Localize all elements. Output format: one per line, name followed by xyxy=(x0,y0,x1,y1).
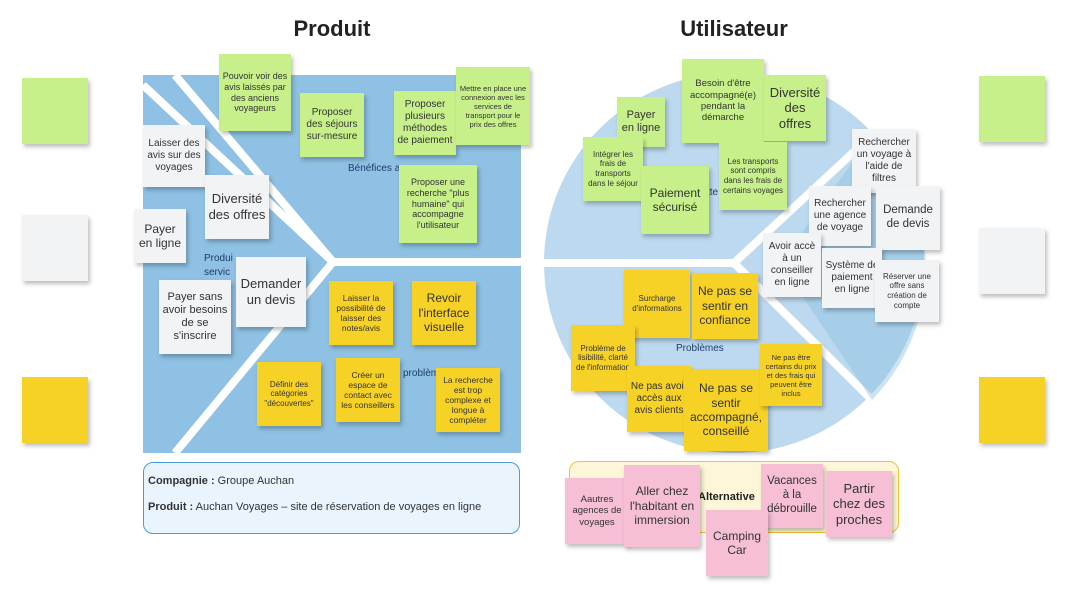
label-attentes: tte xyxy=(707,187,719,198)
sticky-note[interactable]: Revoir l'interface visuelle xyxy=(412,281,476,345)
product-line: Produit : Auchan Voyages – site de réser… xyxy=(148,501,482,513)
sticky-note[interactable]: Camping Car xyxy=(706,510,768,576)
label-problemes-left: problèm xyxy=(403,368,440,379)
title-utilisateur: Utilisateur xyxy=(680,16,788,41)
legend-white-right xyxy=(979,228,1045,294)
product-divider-diag2 xyxy=(171,259,337,456)
sticky-note[interactable]: La recherche est trop complexe et longue… xyxy=(436,368,500,432)
sticky-note[interactable]: Aller chez l'habitant en immersion xyxy=(624,465,700,547)
sticky-note[interactable]: Proposer plusieurs méthodes de paiement xyxy=(394,91,456,155)
product-divider-top xyxy=(140,82,336,265)
sticky-note[interactable]: Diversité des offres xyxy=(764,75,826,141)
sticky-note[interactable]: Créer un espace de contact avec les cons… xyxy=(336,358,400,422)
sticky-note[interactable]: Vacances à la débrouille xyxy=(761,464,823,528)
sticky-note[interactable]: Rechercher un voyage à l'aide de filtres xyxy=(852,129,916,193)
sticky-note[interactable]: Problème de lisibilité, clarté de l'info… xyxy=(571,325,635,391)
label-alternatives: Alternative xyxy=(698,491,755,503)
legend-yellow-left xyxy=(22,377,88,443)
sticky-note[interactable]: Demande de devis xyxy=(876,186,940,250)
sticky-note[interactable]: Réserver une offre sans création de comp… xyxy=(875,260,939,322)
info-box: Compagnie : Groupe Auchan Produit : Auch… xyxy=(143,462,520,534)
title-produit: Produit xyxy=(293,16,371,41)
sticky-note[interactable]: Proposer une recherche "plus humaine" qu… xyxy=(399,165,477,243)
sticky-note[interactable]: Laisser des avis sur des voyages xyxy=(143,125,205,187)
label-produits: Produi servic xyxy=(204,253,233,278)
sticky-note[interactable]: Mettre en place une connexion avec les s… xyxy=(456,67,530,145)
sticky-note[interactable]: Partir chez des proches xyxy=(826,471,892,537)
sticky-note[interactable]: Système de paiement en ligne xyxy=(822,248,882,308)
sticky-note[interactable]: Diversité des offres xyxy=(205,175,269,239)
sticky-note[interactable]: Proposer des séjours sur-mesure xyxy=(300,93,364,157)
sticky-note[interactable]: Paiement sécurisé xyxy=(641,166,709,234)
label-benefices: Bénéfices a xyxy=(348,163,401,174)
sticky-note[interactable]: Besoin d'être accompagné(e) pendant la d… xyxy=(682,59,764,143)
sticky-note[interactable]: Payer en ligne xyxy=(134,209,186,263)
sticky-note[interactable]: Laisser la possibilité de laisser des no… xyxy=(329,281,393,345)
sticky-note[interactable]: Aautres agences de voyages xyxy=(565,478,629,544)
product-divider-diag1 xyxy=(171,72,337,265)
label-problemes-right: Problèmes xyxy=(676,343,724,354)
sticky-note[interactable]: Ne pas avoir accès aux avis clients xyxy=(627,366,691,432)
company-line: Compagnie : Groupe Auchan xyxy=(148,475,295,487)
legend-yellow-right xyxy=(979,377,1045,443)
sticky-note[interactable]: Définir des catégories "découvertes" xyxy=(257,362,321,426)
legend-green-left xyxy=(22,78,88,144)
sticky-note[interactable]: Intégrer les frais de transports dans le… xyxy=(583,137,643,201)
sticky-note[interactable]: Pouvoir voir des avis laissés par des an… xyxy=(219,54,291,131)
sticky-note[interactable]: Demander un devis xyxy=(236,257,306,327)
legend-white-left xyxy=(22,215,88,281)
sticky-note[interactable]: Ne pas être certains du prix et des frai… xyxy=(760,344,822,406)
sticky-note[interactable]: Ne pas se sentir en confiance xyxy=(692,273,758,339)
sticky-note[interactable]: Surcharge d'informations xyxy=(624,270,690,338)
sticky-note[interactable]: Payer sans avoir besoins de se s'inscrir… xyxy=(159,280,231,354)
sticky-note[interactable]: Ne pas se sentir accompagné, conseillé xyxy=(684,369,768,451)
legend-green-right xyxy=(979,76,1045,142)
sticky-note[interactable]: Les transports sont compris dans les fra… xyxy=(719,142,787,210)
sticky-note[interactable]: Avoir accè à un conseiller en ligne xyxy=(763,233,821,297)
user-divider-diag1 xyxy=(731,132,875,266)
